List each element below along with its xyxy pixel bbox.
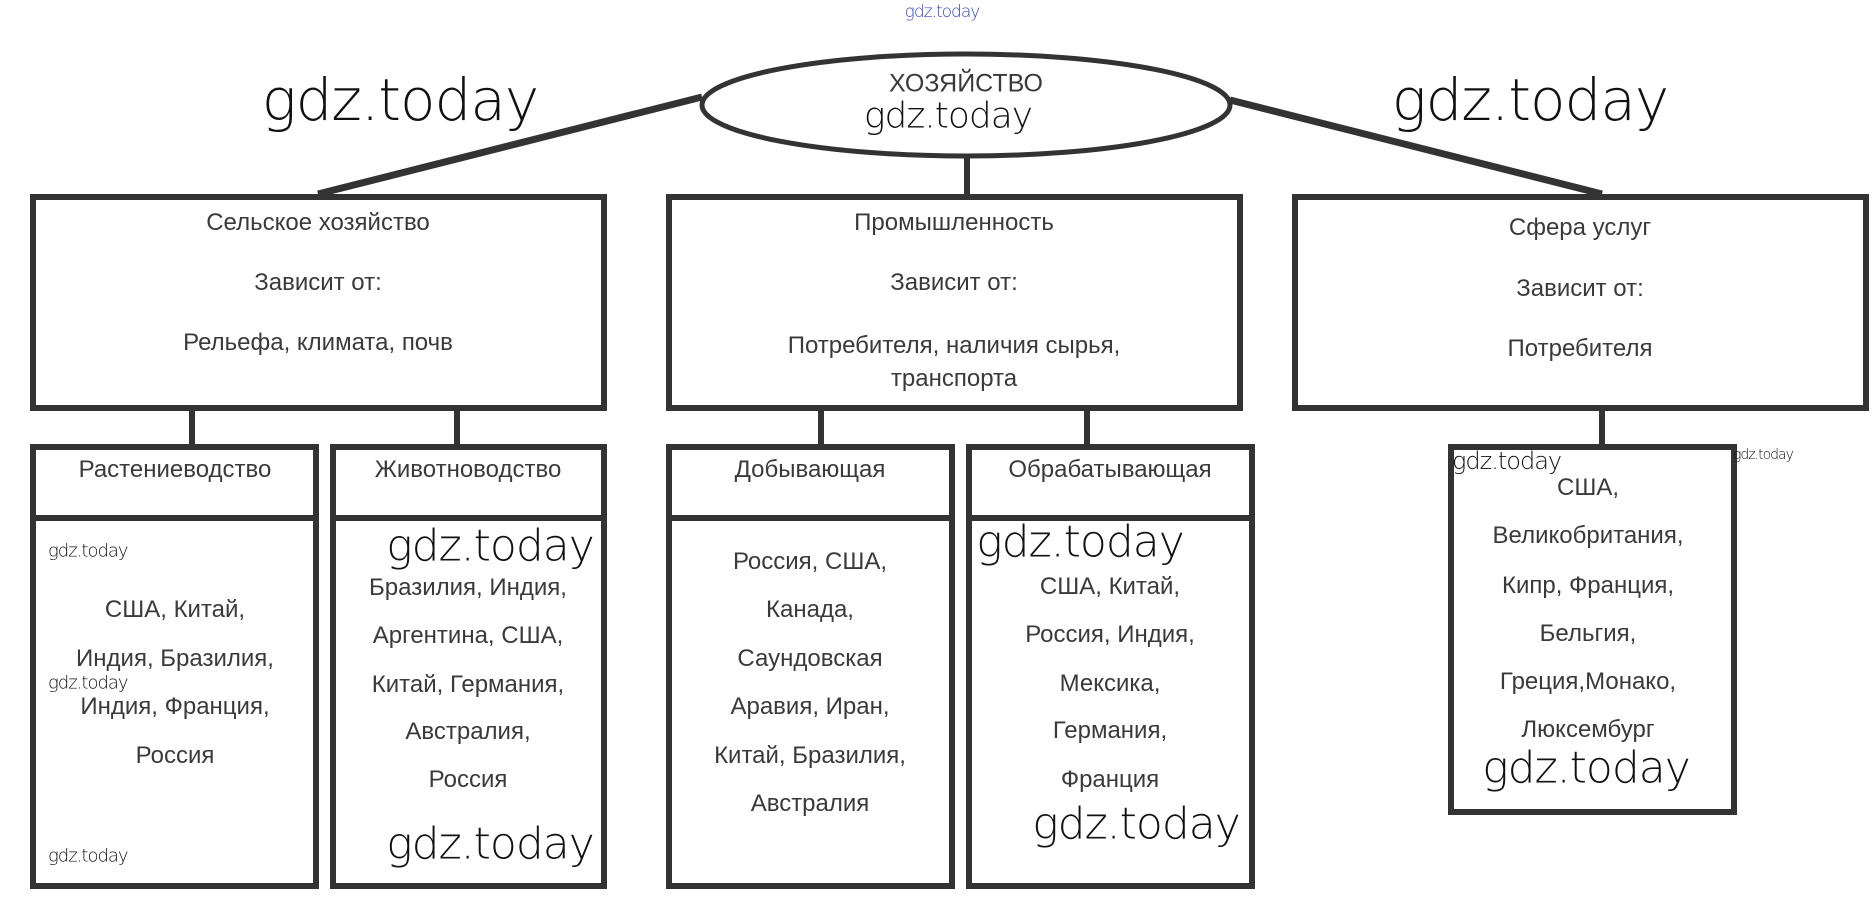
branch-body-process bbox=[966, 515, 1255, 889]
services-countries-box bbox=[1448, 444, 1737, 815]
country-line: Аргентина, США, bbox=[372, 622, 564, 649]
country-line: Кипр, Франция, bbox=[1501, 572, 1675, 599]
sector-industry bbox=[666, 194, 1243, 411]
branch-title: Животноводство bbox=[374, 456, 562, 483]
depends-label: Зависит от: bbox=[1516, 275, 1644, 302]
country-line: Аравия, Иран, bbox=[730, 693, 890, 720]
country-line: Бразилия, Индия, bbox=[369, 574, 567, 601]
country-line: Россия, США, bbox=[732, 548, 888, 575]
sector-title: Сфера услуг bbox=[1508, 214, 1652, 241]
watermark: gdz.today bbox=[976, 516, 1185, 568]
depends-text: Рельефа, климата, почв bbox=[183, 329, 453, 356]
country-line: США, Китай, bbox=[1039, 573, 1181, 600]
country-line: Канада, bbox=[766, 596, 854, 623]
watermark: gdz.today bbox=[1733, 447, 1794, 463]
sector-services bbox=[1292, 194, 1869, 411]
branch-header-plant bbox=[30, 444, 319, 521]
watermark: gdz.today bbox=[261, 66, 539, 134]
depends-label: Зависит от: bbox=[254, 269, 382, 296]
country-line: Мексика, bbox=[1059, 670, 1161, 697]
branch-body-plant bbox=[30, 515, 319, 889]
country-line: Саундовская bbox=[737, 645, 883, 672]
country-line: США, Китай, bbox=[104, 596, 246, 623]
country-line: Австралия bbox=[750, 790, 870, 817]
watermark: gdz.today bbox=[904, 2, 981, 22]
country-line: Бельгия, bbox=[1539, 620, 1637, 647]
sector-title: Сельское хозяйство bbox=[206, 209, 430, 236]
watermark: gdz.today bbox=[48, 845, 129, 867]
line-root-services bbox=[1229, 96, 1603, 198]
branch-title: Растениеводство bbox=[78, 456, 272, 483]
country-line: Греция,Монако, bbox=[1499, 668, 1677, 695]
branch-body-extract bbox=[666, 515, 955, 889]
depends-text: транспорта bbox=[890, 365, 1018, 392]
branch-title: Обрабатывающая bbox=[1008, 456, 1212, 483]
watermark: gdz.today bbox=[1452, 447, 1562, 475]
country-line: Россия bbox=[135, 742, 215, 769]
sector-title: Промышленность bbox=[854, 209, 1054, 236]
country-line: Китай, Германия, bbox=[371, 671, 565, 698]
watermark: gdz.today bbox=[1391, 66, 1669, 134]
country-line: Люксембург bbox=[1521, 716, 1655, 743]
country-line: Россия bbox=[428, 766, 508, 793]
line-root-agri bbox=[317, 93, 703, 198]
country-line: Россия, Индия, bbox=[1025, 621, 1195, 648]
country-line: Индия, Франция, bbox=[80, 693, 270, 720]
watermark: gdz.today bbox=[1032, 798, 1241, 850]
country-line: Великобритания, bbox=[1492, 522, 1684, 549]
country-line: Индия, Бразилия, bbox=[76, 645, 274, 672]
sector-agriculture bbox=[30, 194, 607, 411]
country-line: Германия, bbox=[1052, 717, 1168, 744]
country-line: Австралия, bbox=[405, 718, 531, 745]
watermark: gdz.today bbox=[386, 520, 595, 572]
depends-label: Зависит от: bbox=[890, 269, 1018, 296]
watermark: gdz.today bbox=[1482, 742, 1691, 794]
depends-text: Потребителя, наличия сырья, bbox=[787, 332, 1121, 359]
watermark: gdz.today bbox=[386, 818, 595, 870]
watermark: gdz.today bbox=[863, 95, 1033, 137]
branch-title: Добывающая bbox=[734, 456, 886, 483]
watermark: gdz.today bbox=[48, 672, 129, 694]
country-line: США, bbox=[1556, 474, 1620, 501]
country-line: Франция bbox=[1060, 766, 1160, 793]
branch-body-animal bbox=[330, 515, 607, 889]
watermark: gdz.today bbox=[48, 540, 129, 562]
root-title: ХОЗЯЙСТВО bbox=[889, 69, 1043, 98]
depends-text: Потребителя bbox=[1507, 335, 1653, 362]
country-line: Китай, Бразилия, bbox=[714, 742, 906, 769]
